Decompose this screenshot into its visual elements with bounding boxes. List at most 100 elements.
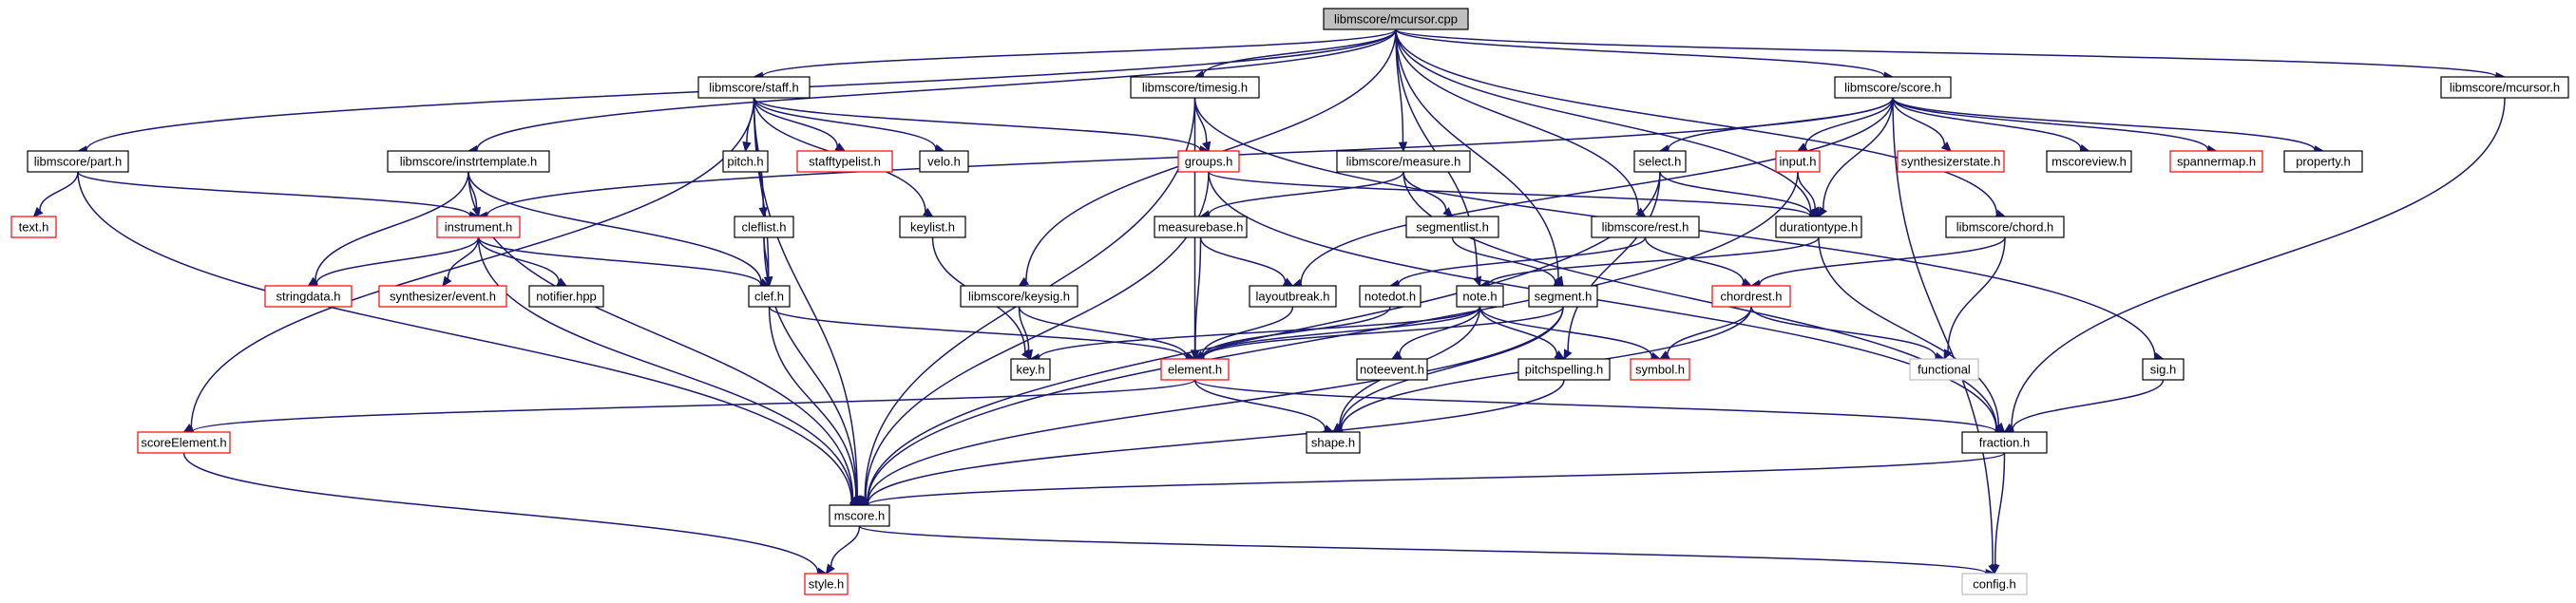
node-segmentlist-h[interactable]: segmentlist.h [1405,216,1499,238]
node-sig-h[interactable]: sig.h [2142,358,2185,381]
node-box [919,150,969,173]
edge-line [1395,28,1559,279]
node-part-h[interactable]: libmscore/part.h [27,150,129,173]
node-box [1356,358,1428,381]
node-timesig-h[interactable]: libmscore/timesig.h [1130,76,1260,99]
node-box [1630,358,1690,381]
node-score-h[interactable]: libmscore/score.h [1834,76,1952,99]
node-durationtype-h[interactable]: durationtype.h [1775,216,1862,238]
edge-arrowhead [1991,564,2000,575]
edge-arrowhead [1810,206,1820,218]
node-clef-h[interactable]: clef.h [748,285,791,308]
edge-line [1202,28,1397,76]
node-label: segment.h [1535,290,1593,304]
node-label: velo.h [927,155,961,169]
node-stafftypelist-h[interactable]: stafftypelist.h [796,150,893,173]
node-keylist-h[interactable]: keylist.h [899,216,966,238]
node-symbol-h[interactable]: symbol.h [1630,358,1690,381]
node-instrument-h[interactable]: instrument.h [436,216,521,238]
node-label: key.h [1016,363,1044,377]
edge-line [1892,97,2209,150]
node-box [2440,76,2569,99]
edge-arrowhead [1202,141,1212,153]
node-cleflist-h[interactable]: cleflist.h [734,216,794,238]
node-box [387,150,550,173]
node-measurebase-h[interactable]: measurebase.h [1154,216,1248,238]
node-box [1177,150,1240,173]
edge-instrument_h-to-clef_h [477,236,771,290]
edge-arrowhead [1818,206,1828,218]
edge-line [190,97,755,428]
node-notedot-h[interactable]: notedot.h [1359,285,1422,308]
edge-line [1398,236,1647,285]
node-key-h[interactable]: key.h [1010,358,1051,381]
node-velo-h[interactable]: velo.h [919,150,969,173]
node-box [796,150,893,173]
node-note-h[interactable]: note.h [1456,285,1504,308]
node-label: pitchspelling.h [1525,363,1603,377]
node-spannermap-h[interactable]: spannermap.h [2169,150,2263,173]
node-pitchspelling-h[interactable]: pitchspelling.h [1517,358,1611,381]
node-mscore-h[interactable]: mscore.h [829,504,890,527]
edge-line [1451,236,1556,283]
node-layoutbreak-h[interactable]: layoutbreak.h [1249,285,1337,308]
edge-line [1395,28,2497,78]
node-label: groups.h [1185,155,1233,169]
edge-line [1822,97,1894,210]
node-label: keylist.h [910,220,955,235]
edge-line [182,452,819,573]
node-fraction-h[interactable]: fraction.h [1961,431,2048,454]
node-noteevent-h[interactable]: noteevent.h [1356,358,1428,381]
node-label: note.h [1462,290,1497,304]
node-chordrest-h[interactable]: chordrest.h [1711,285,1791,308]
node-element-h[interactable]: element.h [1160,358,1230,381]
node-style-h[interactable]: style.h [804,573,849,595]
node-property-h[interactable]: property.h [2283,150,2363,173]
node-label: libmscore/instrtemplate.h [400,155,538,169]
node-box [697,76,811,99]
node-box [1909,358,1979,381]
node-synthesizer-event-h[interactable]: synthesizer/event.h [378,285,507,308]
edge-fraction_h-to-mscore_h [858,452,2006,510]
edge-line [1750,306,1937,357]
node-box [1154,216,1248,238]
node-label: layoutbreak.h [1255,290,1329,304]
edge-line [39,171,79,211]
node-mscoreview-h[interactable]: mscoreview.h [2046,150,2132,173]
edge-mscore_h-to-config_h [858,525,1996,578]
node-measure-h[interactable]: libmscore/measure.h [1336,150,1471,173]
node-box [1834,76,1952,99]
edge-line [1194,236,1202,351]
node-select-h[interactable]: select.h [1633,150,1687,173]
node-label: chordrest.h [1720,290,1782,304]
node-groups-h[interactable]: groups.h [1177,150,1240,173]
node-rest-h[interactable]: libmscore/rest.h [1591,216,1700,238]
node-synthesizerstate-h[interactable]: synthesizerstate.h [1897,150,2005,173]
node-segment-h[interactable]: segment.h [1528,285,1598,308]
edge-line [761,28,1397,78]
node-keysig-h[interactable]: libmscore/keysig.h [960,285,1078,308]
node-staff-h[interactable]: libmscore/staff.h [697,76,811,99]
node-mcursor-h[interactable]: libmscore/mcursor.h [2440,76,2569,99]
edge-line [467,171,854,500]
edge-chordrest_h-to-symbol_h [1658,306,1752,360]
node-scoreElement-h[interactable]: scoreElement.h [137,431,231,454]
edge-line [477,236,560,282]
node-chord-h[interactable]: libmscore/chord.h [1945,216,2065,238]
edge-arrowhead [32,206,44,217]
edge-line [1398,306,1481,355]
node-box [1961,573,2028,595]
edge-chord_h-to-functional [1943,236,2006,361]
node-text-h[interactable]: text.h [10,216,57,238]
node-input-h[interactable]: input.h [1775,150,1821,173]
node-instrtemplate-h[interactable]: libmscore/instrtemplate.h [387,150,550,173]
node-stringdata-h[interactable]: stringdata.h [264,285,353,308]
node-notifier-hpp[interactable]: notifier.hpp [528,285,604,308]
edge-line [1300,97,1894,284]
edge-line [476,28,1397,150]
node-shape-h[interactable]: shape.h [1306,431,1361,454]
node-label: symbol.h [1635,363,1685,377]
node-pitch-h[interactable]: pitch.h [722,150,769,173]
edge-line [1193,379,1326,430]
